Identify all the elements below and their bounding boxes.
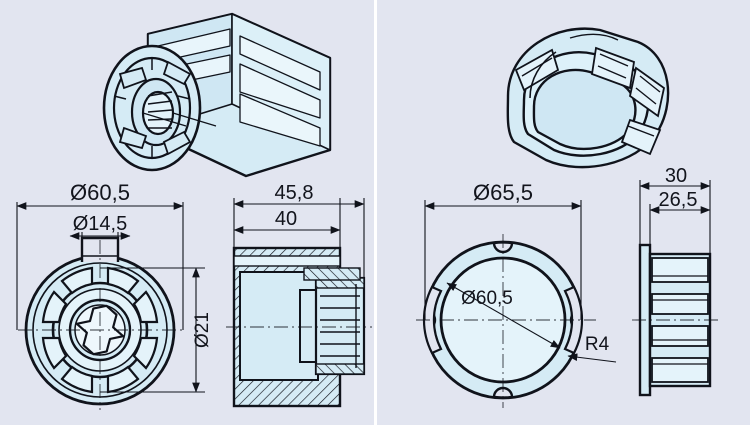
left-isometric-view bbox=[102, 12, 332, 178]
dim-right-overall-length: 30 bbox=[665, 165, 687, 187]
left-dimension-annotations: Ø60,5 Ø14,5 Ø21 45,8 40 bbox=[16, 180, 365, 393]
right-isometric-view bbox=[506, 27, 670, 169]
dim-left-keyway-width: Ø14,5 bbox=[73, 213, 127, 235]
left-side-section-view bbox=[226, 246, 372, 408]
dim-left-bore-height: Ø21 bbox=[192, 312, 213, 348]
panel-divider bbox=[374, 0, 377, 425]
dim-right-body-length: 26,5 bbox=[659, 189, 698, 211]
dim-right-corner-radius: R4 bbox=[585, 334, 610, 355]
dim-left-overall-length: 45,8 bbox=[275, 182, 314, 204]
dim-right-inner-diameter: Ø60,5 bbox=[461, 288, 513, 309]
dim-left-body-length: 40 bbox=[275, 208, 297, 230]
right-dimension-annotations: Ø65,5 30 26,5 bbox=[424, 165, 711, 320]
right-side-section-view bbox=[632, 243, 722, 397]
left-front-circular-view bbox=[18, 236, 185, 410]
dim-right-outer-diameter: Ø65,5 bbox=[473, 180, 533, 205]
dim-left-outer-diameter: Ø60,5 bbox=[70, 180, 130, 205]
right-front-circular-view: Ø60,5 R4 bbox=[416, 234, 617, 408]
